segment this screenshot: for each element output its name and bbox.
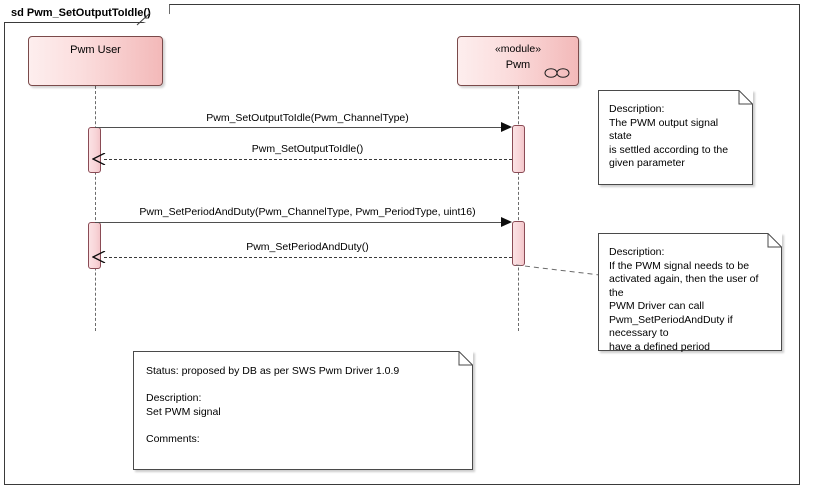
- lifeline-line-pwm: [518, 86, 519, 331]
- message-label-3: Pwm_SetPeriodAndDuty(Pwm_ChannelType, Pw…: [139, 206, 476, 218]
- frame-tab-corner-icon: [136, 12, 151, 26]
- note-text-2: Description: If the PWM signal needs to …: [609, 246, 759, 353]
- note-status[interactable]: Status: proposed by DB as per SWS Pwm Dr…: [133, 351, 473, 470]
- note-shape-1: [598, 90, 753, 185]
- note-shape-3: [133, 351, 473, 470]
- message-line-2: [104, 159, 512, 160]
- message-label-1: Pwm_SetOutputToIdle(Pwm_ChannelType): [206, 112, 409, 124]
- message-label-2: Pwm_SetOutputToIdle(): [251, 143, 364, 155]
- activation-bar-pwm-user-2: [88, 222, 101, 269]
- message-line-3: [95, 222, 505, 223]
- message-label-4: Pwm_SetPeriodAndDuty(): [246, 241, 369, 253]
- lifeline-head-pwm[interactable]: «module» Pwm: [457, 36, 579, 86]
- activation-bar-pwm-1: [512, 125, 525, 173]
- lifeline-stereotype-pwm: «module»: [494, 43, 542, 55]
- lifeline-head-pwm-user[interactable]: Pwm User: [28, 36, 163, 86]
- note-description-period[interactable]: Description: If the PWM signal needs to …: [598, 233, 782, 353]
- message-line-4: [104, 257, 512, 258]
- message-arrowhead-1: [501, 122, 512, 132]
- lifeline-label-pwm-user: Pwm User: [70, 44, 121, 56]
- note-text-1: Description: The PWM output signal state…: [609, 103, 729, 169]
- note-text-3: Status: proposed by DB as per SWS Pwm Dr…: [146, 365, 400, 445]
- lifeline-line-pwm-user: [95, 86, 96, 331]
- message-arrowhead-4: [92, 251, 106, 263]
- frame-title-tab: sd Pwm_SetOutputToIdle(): [4, 4, 170, 23]
- module-interface-icon: [544, 68, 570, 78]
- note-anchor-line: [515, 264, 601, 276]
- activation-bar-pwm-user-1: [88, 127, 101, 173]
- message-line-1: [95, 127, 505, 128]
- message-arrowhead-2: [92, 153, 106, 165]
- lifeline-label-pwm: Pwm: [505, 59, 531, 71]
- note-shape-2: [598, 233, 782, 351]
- message-arrowhead-3: [501, 217, 512, 227]
- note-description-idle[interactable]: Description: The PWM output signal state…: [598, 90, 753, 185]
